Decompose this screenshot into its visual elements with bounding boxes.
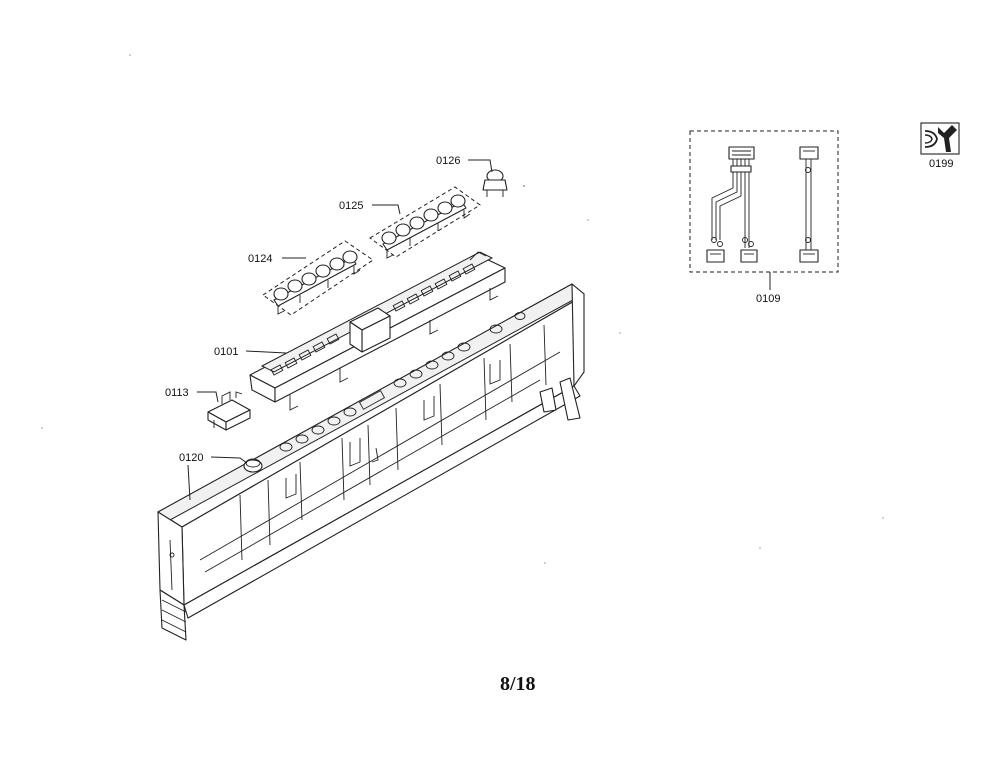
callout-0101: 0101 bbox=[214, 346, 238, 358]
control-panel-fascia bbox=[157, 283, 585, 641]
button-strip-left bbox=[262, 240, 374, 316]
callout-0125: 0125 bbox=[339, 200, 363, 212]
callout-0124: 0124 bbox=[248, 253, 272, 265]
single-push-button bbox=[482, 169, 508, 197]
button-holes bbox=[279, 312, 526, 452]
leader-lines bbox=[187, 159, 771, 501]
callout-0126: 0126 bbox=[436, 155, 460, 167]
callout-0120: 0120 bbox=[179, 452, 203, 464]
harness-wires-right bbox=[799, 146, 819, 263]
page-number: 8/18 bbox=[500, 673, 536, 695]
connector-clip bbox=[207, 391, 251, 431]
wrench-speaker-icon bbox=[920, 122, 960, 155]
electronic-module bbox=[249, 251, 506, 411]
callout-0199: 0199 bbox=[929, 158, 953, 170]
button-strip-right bbox=[369, 186, 481, 259]
module-button-pads bbox=[270, 263, 476, 376]
wiring-harness-group bbox=[689, 130, 839, 273]
callout-labels: 0126 0125 0124 0101 0113 0120 0109 0199 bbox=[165, 155, 953, 464]
harness-wires-left bbox=[711, 159, 752, 248]
callout-0109: 0109 bbox=[756, 293, 780, 305]
callout-0113: 0113 bbox=[165, 387, 189, 399]
scan-specks bbox=[41, 54, 884, 564]
